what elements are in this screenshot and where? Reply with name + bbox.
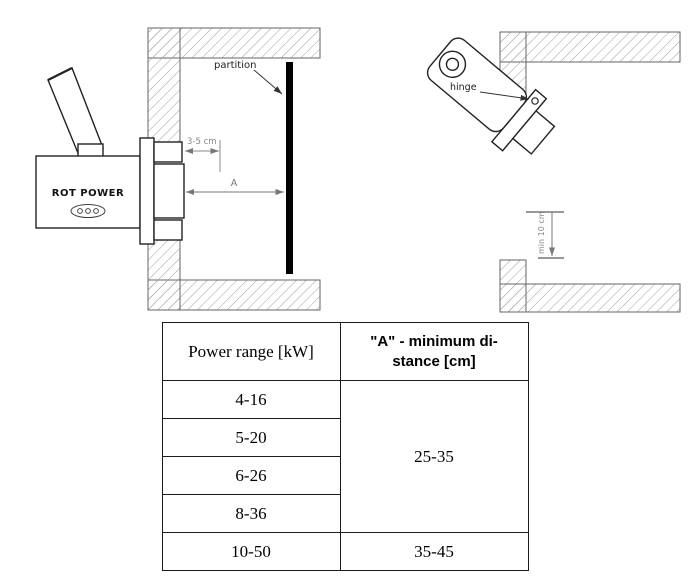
min-distance-merged-cell: 25-35 xyxy=(339,380,529,533)
hinge-label: hinge xyxy=(450,82,477,93)
boiler-wall-section xyxy=(499,31,681,313)
hinge-leader-line xyxy=(479,91,530,101)
burner-tube xyxy=(153,163,185,219)
burner-logo xyxy=(70,204,106,218)
table-row: 8-36 xyxy=(161,494,528,533)
power-range-cell: 5-20 xyxy=(161,418,341,457)
table-row: 6-26 xyxy=(161,456,528,495)
burner-tube-open xyxy=(511,109,556,155)
power-range-cell: 4-16 xyxy=(161,380,341,419)
burner-assembly xyxy=(35,67,185,245)
burner-assembly-open xyxy=(426,37,556,155)
min-distance-dimension xyxy=(526,211,564,259)
partition-bar xyxy=(286,62,293,274)
distance-a-label: A xyxy=(231,178,238,189)
gap-dimension xyxy=(185,140,221,172)
table-row: 10-50 35-45 xyxy=(161,532,529,571)
min-distance-cell: 35-45 xyxy=(339,532,529,571)
installation-diagrams: ROT POWER partition 3-5 cm A xyxy=(35,27,681,313)
burner-body xyxy=(35,155,141,229)
col-header-min-distance: "A" - minimum di- stance [cm] xyxy=(339,322,529,381)
col-header-min-distance-line1: "A" - minimum di- xyxy=(370,333,498,350)
hinge-point xyxy=(531,97,539,105)
table-header-row: Power range [kW] "A" - minimum di- stanc… xyxy=(161,322,529,381)
power-range-cell: 10-50 xyxy=(161,532,341,571)
right-installation-diagram: hinge min 10 cm xyxy=(426,31,681,313)
burner-flange xyxy=(139,137,155,245)
furnace-wall-section xyxy=(147,27,321,311)
table-row: 5-20 xyxy=(161,418,528,457)
partition-label: partition xyxy=(214,60,256,71)
burner-brand-label: ROT POWER xyxy=(52,188,124,199)
power-range-cell: 6-26 xyxy=(161,456,341,495)
col-header-power-range: Power range [kW] xyxy=(161,322,341,381)
table-row: 4-16 25-35 xyxy=(161,380,529,533)
left-installation-diagram: ROT POWER partition 3-5 cm A xyxy=(35,27,321,311)
partition-leader-line xyxy=(253,69,283,95)
col-header-min-distance-line2: stance [cm] xyxy=(392,352,476,370)
spec-table-section: Power range [kW] "A" - minimum di- stanc… xyxy=(0,322,690,571)
min-distance-label: min 10 cm xyxy=(537,211,546,254)
distance-spec-table: Power range [kW] "A" - minimum di- stanc… xyxy=(161,322,529,571)
gap-dimension-label: 3-5 cm xyxy=(187,137,217,147)
power-range-cell: 8-36 xyxy=(161,494,341,533)
